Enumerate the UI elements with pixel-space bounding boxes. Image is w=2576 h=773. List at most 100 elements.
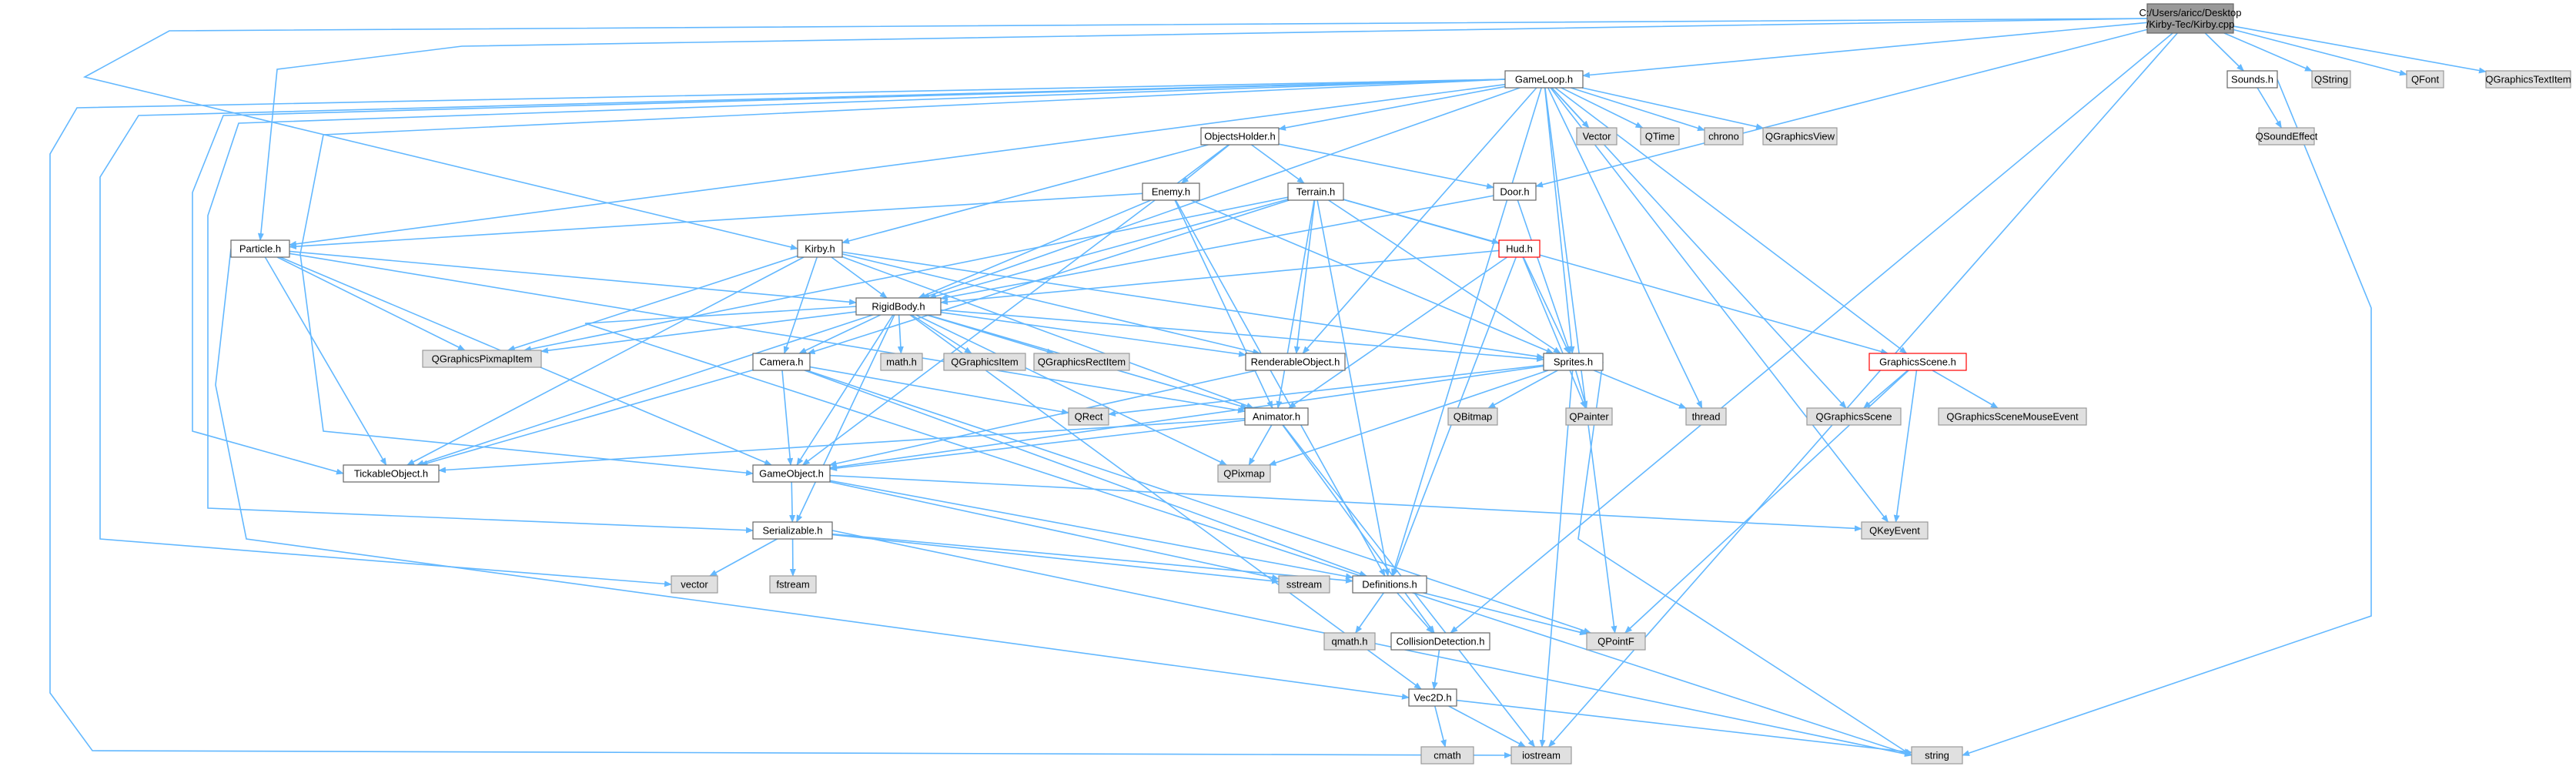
node-sstream: sstream xyxy=(1278,575,1330,594)
edge-rigidbody_h-to-math_h xyxy=(897,314,904,354)
edge-gameloop_h-to-tickableobject_h xyxy=(192,79,1506,475)
node-label: QPainter xyxy=(1569,411,1609,423)
node-rigidbody-h[interactable]: RigidBody.h xyxy=(855,297,942,316)
node-graphicsscene-h[interactable]: GraphicsScene.h xyxy=(1868,353,1967,371)
node-tickableobject-h[interactable]: TickableObject.h xyxy=(343,464,440,483)
node-kirby-cpp[interactable]: C:/Users/aricc/Desktop/Kirby-Tec/Kirby.c… xyxy=(2139,3,2242,34)
node-label: GameObject.h xyxy=(759,468,824,480)
edge-gameloop_h-to-qtime xyxy=(1561,87,1644,129)
edge-kirby_cpp-to-qfont xyxy=(2233,28,2407,76)
node-qsoundeffect: QSoundEffect xyxy=(2256,127,2318,146)
node-enemy-h[interactable]: Enemy.h xyxy=(1142,182,1200,201)
node-box xyxy=(1493,182,1537,201)
edge-definitions_h-to-collisiondetection_h xyxy=(1397,592,1434,634)
node-label: QFont xyxy=(2411,74,2440,85)
edge-rigidbody_h-to-qpixmap xyxy=(915,314,1228,466)
edge-vec2d_h-to-cmath xyxy=(1434,705,1447,748)
edge-gameloop_h-to-serializable_h xyxy=(207,79,1506,534)
node-box xyxy=(1704,127,1744,146)
node-label: QKeyEvent xyxy=(1869,525,1920,537)
node-sprites-h[interactable]: Sprites.h xyxy=(1543,353,1604,371)
node-qstring: QString xyxy=(2311,70,2351,89)
node-label: GameLoop.h xyxy=(1515,74,1573,85)
edge-gameloop_h-to-vector_lc xyxy=(99,79,1506,587)
node-label: string xyxy=(1925,750,1949,761)
edge-animator_h-to-collisiondetection_h xyxy=(1282,424,1435,634)
node-box xyxy=(1142,182,1200,201)
edge-objectsholder_h-to-enemy_h xyxy=(1180,144,1230,184)
node-label: C:/Users/aricc/Desktop xyxy=(2139,7,2242,18)
edge-kirby_cpp-to-door_h xyxy=(1535,28,2148,188)
node-definitions-h[interactable]: Definitions.h xyxy=(1352,575,1427,594)
node-box xyxy=(1244,407,1309,426)
edge-sprites_h-to-thread xyxy=(1593,370,1687,410)
node-fstream: fstream xyxy=(769,575,817,594)
edge-particle_h-to-qgraphicspixmapitem xyxy=(276,256,466,351)
edge-gameloop_h-to-gameobject_h xyxy=(299,79,1506,477)
node-qmath-h: qmath.h xyxy=(1323,632,1376,651)
node-box xyxy=(230,239,290,258)
node-objectsholder-h[interactable]: ObjectsHolder.h xyxy=(1200,127,1280,146)
node-cmath: cmath xyxy=(1420,746,1474,765)
node-label: Sprites.h xyxy=(1554,356,1593,368)
edge-vec2d_h-to-iostream xyxy=(1448,705,1527,748)
node-box xyxy=(1420,746,1474,765)
node-qgraphicsview: QGraphicsView xyxy=(1762,127,1838,146)
node-kirby-h[interactable]: Kirby.h xyxy=(797,239,843,258)
node-label: QGraphicsItem xyxy=(951,356,1018,368)
node-label: vector xyxy=(681,579,708,591)
node-gameobject-h[interactable]: GameObject.h xyxy=(752,464,831,483)
node-box xyxy=(797,239,843,258)
edge-gameloop_h-to-rigidbody_h xyxy=(922,87,1521,299)
node-label: Camera.h xyxy=(759,356,803,368)
node-label: /Kirby-Tec/Kirby.cpp xyxy=(2146,18,2235,30)
node-box xyxy=(752,521,833,540)
node-label: Enemy.h xyxy=(1152,186,1190,198)
node-label: Kirby.h xyxy=(805,243,835,255)
node-box xyxy=(1323,632,1376,651)
edge-rigidbody_h-to-sprites_h xyxy=(940,309,1544,363)
node-renderableobject-h[interactable]: RenderableObject.h xyxy=(1245,353,1346,371)
edge-objectsholder_h-to-door_h xyxy=(1278,143,1494,189)
edge-particle_h-to-vec2d_h xyxy=(215,248,1410,700)
node-box xyxy=(1390,632,1490,651)
node-door-h[interactable]: Door.h xyxy=(1493,182,1537,201)
node-qkeyevent: QKeyEvent xyxy=(1861,521,1929,540)
node-terrain-h[interactable]: Terrain.h xyxy=(1287,182,1344,201)
node-label: Definitions.h xyxy=(1362,579,1417,591)
node-iostream: iostream xyxy=(1510,746,1572,765)
node-camera-h[interactable]: Camera.h xyxy=(752,353,811,371)
node-label: cmath xyxy=(1434,750,1460,761)
node-box xyxy=(1033,353,1130,371)
node-label: QRect xyxy=(1075,411,1103,423)
node-vec2d-h[interactable]: Vec2D.h xyxy=(1408,688,1457,707)
node-qpixmap: QPixmap xyxy=(1217,464,1271,483)
node-collisiondetection-h[interactable]: CollisionDetection.h xyxy=(1390,632,1490,651)
node-string: string xyxy=(1911,746,1963,765)
node-label: Particle.h xyxy=(239,243,281,255)
node-qtime: QTime xyxy=(1640,127,1680,146)
node-serializable-h[interactable]: Serializable.h xyxy=(752,521,833,540)
node-hud-h[interactable]: Hud.h xyxy=(1498,239,1541,258)
node-animator-h[interactable]: Animator.h xyxy=(1244,407,1309,426)
node-particle-h[interactable]: Particle.h xyxy=(230,239,290,258)
node-gameloop-h[interactable]: GameLoop.h xyxy=(1504,70,1584,89)
edge-terrain_h-to-rigidbody_h xyxy=(928,199,1289,299)
node-box xyxy=(1543,353,1604,371)
edge-hud_h-to-animator_h xyxy=(1288,256,1508,409)
node-qgraphicsrectitem: QGraphicsRectItem xyxy=(1033,353,1130,371)
node-sounds-h[interactable]: Sounds.h xyxy=(2226,70,2278,89)
edge-terrain_h-to-definitions_h xyxy=(1316,199,1390,577)
edge-gameloop_h-to-chrono xyxy=(1570,87,1705,132)
edge-terrain_h-to-graphicsscene_h xyxy=(1343,199,1889,355)
node-label: RenderableObject.h xyxy=(1251,356,1340,368)
node-chrono: chrono xyxy=(1704,127,1744,146)
edge-serializable_h-to-definitions_h xyxy=(831,533,1353,584)
node-label: QGraphicsRectItem xyxy=(1038,356,1126,368)
node-box xyxy=(1510,746,1572,765)
node-qgraphicspixmapitem: QGraphicsPixmapItem xyxy=(422,350,542,368)
edge-camera_h-to-gameobject_h xyxy=(781,370,794,466)
node-label: QGraphicsScene xyxy=(1816,411,1892,423)
node-box xyxy=(1938,407,2087,426)
